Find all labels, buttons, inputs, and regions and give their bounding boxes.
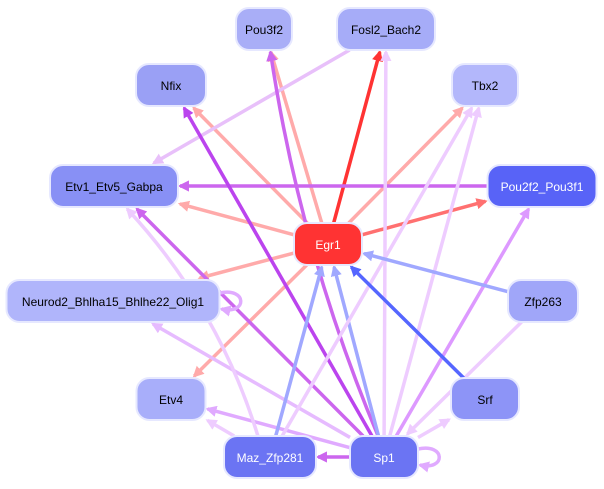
node-Neurod2_Bhlha15_Bhlhe22_Olig1[interactable]: Neurod2_Bhlha15_Bhlhe22_Olig1 (5, 279, 221, 323)
edge-Egr1-to-Tbx2 (347, 106, 464, 225)
edge-Egr1-to-Neurod2_Bhlha15_Bhlhe22_Olig1 (197, 251, 295, 282)
edge-Maz_Zfp281-to-Egr1 (274, 264, 325, 437)
node-box (451, 63, 519, 107)
edge-Sp1-to-Srf (417, 418, 451, 439)
edge-Egr1-to-Etv1_Etv5_Gabpa (177, 200, 295, 237)
node-label: Zfp263 (524, 295, 562, 309)
node-label: Nfix (161, 79, 182, 93)
node-Maz_Zfp281[interactable]: Maz_Zfp281 (223, 435, 317, 479)
node-Etv1_Etv5_Gabpa[interactable]: Etv1_Etv5_Gabpa (49, 164, 179, 208)
node-label: Maz_Zfp281 (237, 451, 304, 465)
edge-Sp1-to-Fosl2_Bach2 (380, 49, 392, 437)
edge-Sp1-to-Sp1 (417, 446, 441, 473)
node-label: Pou3f2 (245, 23, 283, 37)
node-box (235, 7, 293, 51)
edge-Neurod2_Bhlha15_Bhlhe22_Olig1-to-Neurod2_Bhlha15_Bhlhe22_Olig1 (219, 290, 243, 317)
node-box (349, 435, 419, 479)
node-label: Tbx2 (472, 79, 499, 93)
node-label: Neurod2_Bhlha15_Bhlhe22_Olig1 (22, 295, 204, 309)
edge-Sp1-to-Etv1_Etv5_Gabpa (135, 207, 365, 438)
edge-Sp1-to-Neurod2_Bhlha15_Bhlhe22_Olig1 (151, 322, 351, 439)
edge-Egr1-to-Pou3f2 (268, 49, 324, 224)
node-box (49, 164, 179, 208)
edge-Srf-to-Egr1 (349, 265, 465, 380)
node-Egr1[interactable]: Egr1 (293, 222, 363, 266)
node-Pou2f2_Pou3f1[interactable]: Pou2f2_Pou3f1 (486, 164, 598, 208)
node-Zfp263[interactable]: Zfp263 (507, 279, 579, 323)
edges-layer (125, 48, 531, 473)
node-Sp1[interactable]: Sp1 (349, 435, 419, 479)
node-box (336, 7, 436, 51)
node-label: Fosl2_Bach2 (351, 23, 421, 37)
edge-Egr1-to-Pou2f2_Pou3f1 (361, 198, 488, 237)
edge-Egr1-to-Nfix (192, 106, 309, 225)
node-box (135, 377, 207, 421)
node-label: Pou2f2_Pou3f1 (501, 180, 584, 194)
node-Nfix[interactable]: Nfix (135, 63, 207, 107)
node-Pou3f2[interactable]: Pou3f2 (235, 7, 293, 51)
edge-Sp1-to-Nfix (182, 106, 374, 437)
edge-Sp1-to-Egr1 (330, 264, 381, 437)
node-Fosl2_Bach2[interactable]: Fosl2_Bach2 (336, 7, 436, 51)
node-Tbx2[interactable]: Tbx2 (451, 63, 519, 107)
node-label: Egr1 (315, 238, 341, 252)
node-box (486, 164, 598, 208)
node-Srf[interactable]: Srf (450, 377, 520, 421)
node-box (223, 435, 317, 479)
node-Etv4[interactable]: Etv4 (135, 377, 207, 421)
edge-Fosl2_Bach2-to-Etv1_Etv5_Gabpa (151, 48, 351, 165)
edge-Sp1-to-Pou2f2_Pou3f1 (394, 207, 531, 437)
node-box (507, 279, 579, 323)
node-label: Srf (477, 393, 493, 407)
node-box (5, 279, 221, 323)
edge-Egr1-to-Etv4 (192, 263, 308, 378)
node-label: Etv1_Etv5_Gabpa (65, 180, 163, 194)
node-label: Etv4 (159, 393, 183, 407)
node-box (293, 222, 363, 266)
edge-Zfp263-to-Egr1 (361, 250, 509, 294)
edge-Egr1-to-Fosl2_Bach2 (331, 49, 383, 224)
edge-Maz_Zfp281-to-Etv4 (205, 418, 236, 438)
edge-Maz_Zfp281-to-Tbx2 (280, 106, 474, 437)
node-box (450, 377, 520, 421)
node-label: Sp1 (373, 451, 395, 465)
node-box (135, 63, 207, 107)
